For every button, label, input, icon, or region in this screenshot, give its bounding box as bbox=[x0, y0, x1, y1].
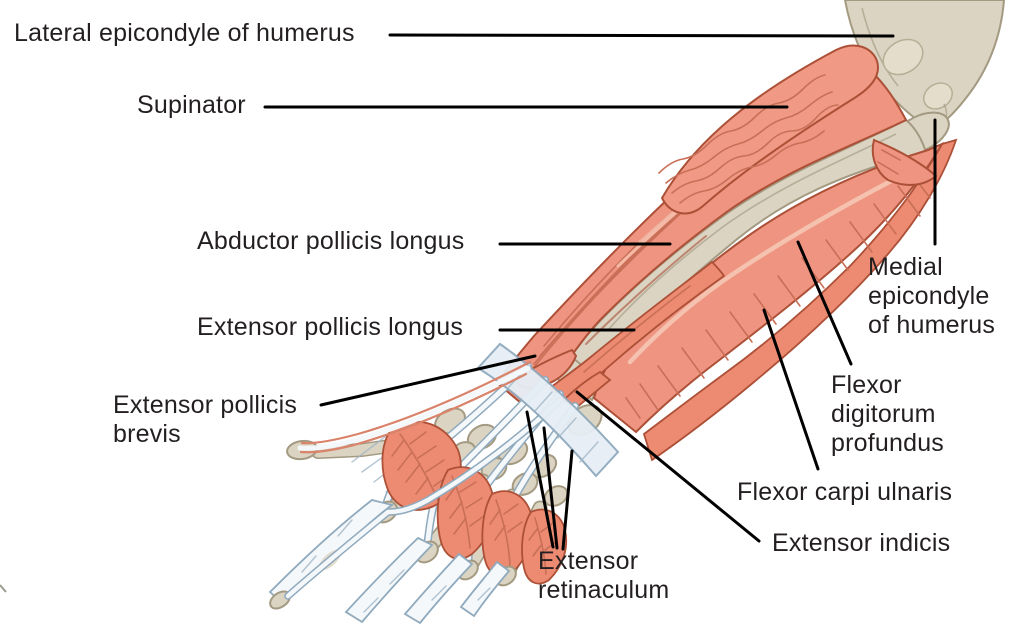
label-extensor-indicis: Extensor indicis bbox=[772, 529, 951, 557]
supinator-muscle bbox=[658, 44, 879, 215]
leader-lines bbox=[263, 33, 937, 551]
finger-tendon-sheaths bbox=[268, 499, 511, 625]
label-flexor-digitorum-profundus: Flexor digitorum profundus bbox=[831, 371, 944, 457]
label-extensor-pollicis-longus: Extensor pollicis longus bbox=[197, 313, 464, 341]
dorsal-interossei-muscles bbox=[381, 420, 568, 585]
leader-extensor-retinaculum-1 bbox=[525, 410, 555, 549]
leader-flexor-digitorum-profundus bbox=[796, 240, 853, 366]
leader-extensor-indicis bbox=[575, 390, 761, 543]
humerus-bone bbox=[843, 0, 1006, 133]
label-flexor-carpi-ulnaris: Flexor carpi ulnaris bbox=[737, 478, 953, 506]
leader-flexor-carpi-ulnaris bbox=[762, 308, 820, 471]
flexor-carpi-ulnaris-muscle bbox=[642, 138, 958, 462]
leader-extensor-retinaculum-2 bbox=[542, 426, 559, 550]
edge-artifact bbox=[0, 584, 7, 593]
label-extensor-retinaculum: Extensor retinaculum bbox=[538, 547, 670, 604]
label-lateral-epicondyle: Lateral epicondyle of humerus bbox=[14, 19, 355, 47]
leader-lateral-epicondyle bbox=[388, 33, 895, 38]
label-extensor-pollicis-brevis: Extensor pollicis brevis bbox=[113, 391, 298, 448]
leader-extensor-pollicis-brevis bbox=[319, 354, 537, 407]
index-extensor-tendon bbox=[284, 396, 564, 600]
thumb-tendons bbox=[297, 360, 532, 454]
label-abductor-pollicis-longus: Abductor pollicis longus bbox=[197, 227, 465, 255]
leader-extensor-retinaculum-3 bbox=[561, 449, 574, 551]
anconeus-muscle bbox=[871, 138, 938, 186]
label-supinator: Supinator bbox=[137, 91, 246, 119]
label-medial-epicondyle: Medial epicondyle of humerus bbox=[868, 253, 996, 339]
